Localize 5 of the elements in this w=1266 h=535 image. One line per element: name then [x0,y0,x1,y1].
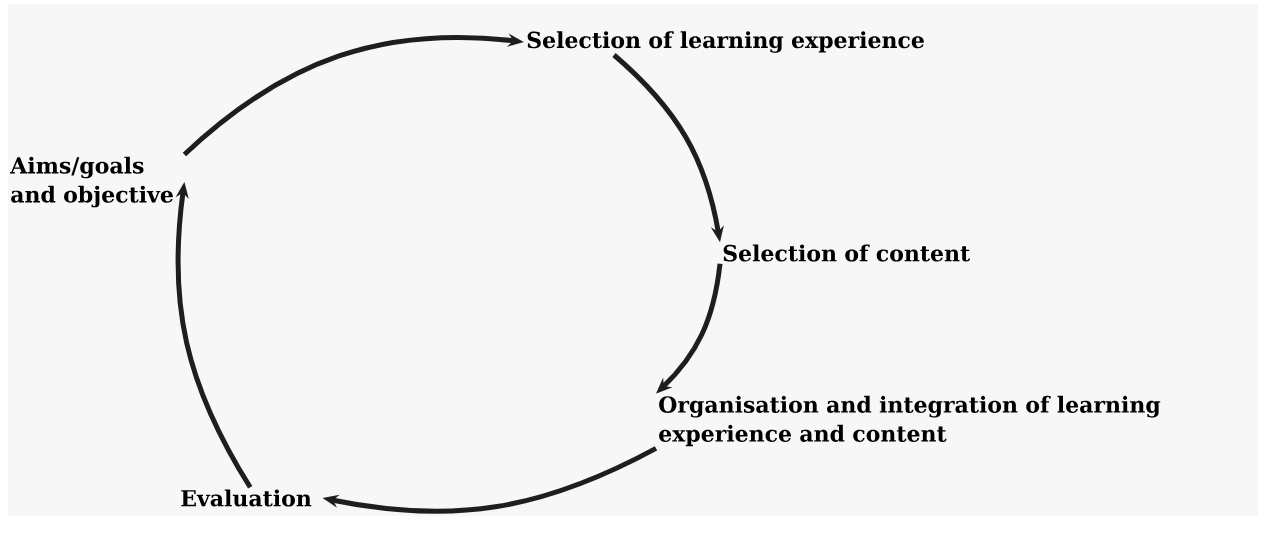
step-label: Selection of learning experience [527,31,924,53]
step-label: Aims/goals and objective [10,156,173,208]
step-label: Evaluation [181,489,312,507]
step-label: Organisation and integration of learning experience and content [659,395,1161,447]
step-label: Selection of content [723,244,971,262]
